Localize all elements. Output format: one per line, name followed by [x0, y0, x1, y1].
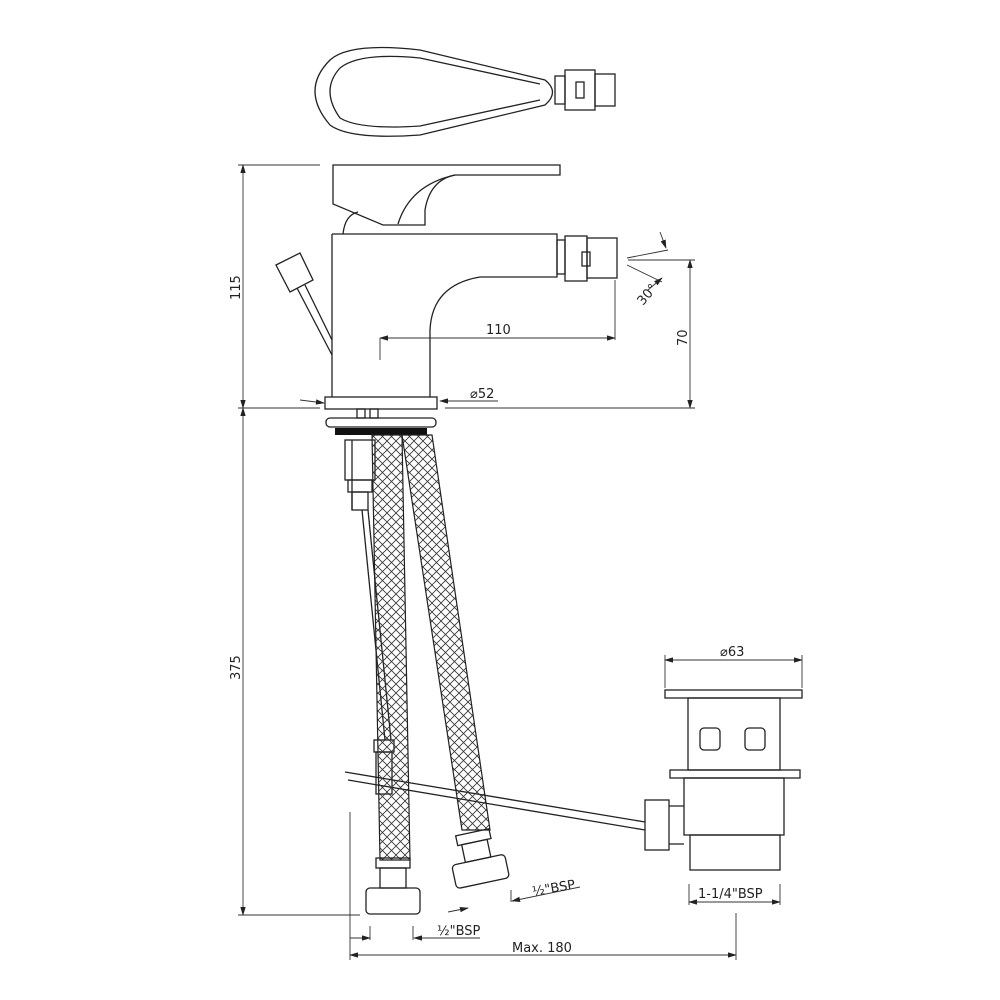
hose-thread-label-2: ½"BSP: [531, 878, 576, 900]
dim-110-label: 110: [486, 323, 511, 338]
hose-thread-label-1: ½"BSP: [437, 924, 481, 939]
flexible-hoses: [365, 434, 510, 915]
mixer-body-side-view: [275, 164, 618, 435]
dimension-lines: [238, 164, 803, 960]
max-180-label: Max. 180: [512, 941, 572, 956]
top-view-handle: [314, 46, 616, 137]
dim-30-angle-label: 30°: [635, 281, 661, 308]
dim-375-label: 375: [229, 655, 244, 680]
popup-waste: [644, 689, 803, 871]
dim-70-label: 70: [676, 329, 691, 346]
waste-thread-label: 1-1/4"BSP: [698, 887, 763, 902]
dim-52-label: ⌀52: [470, 387, 494, 402]
dim-115-label: 115: [229, 275, 244, 300]
dim-63-label: ⌀63: [720, 645, 744, 660]
